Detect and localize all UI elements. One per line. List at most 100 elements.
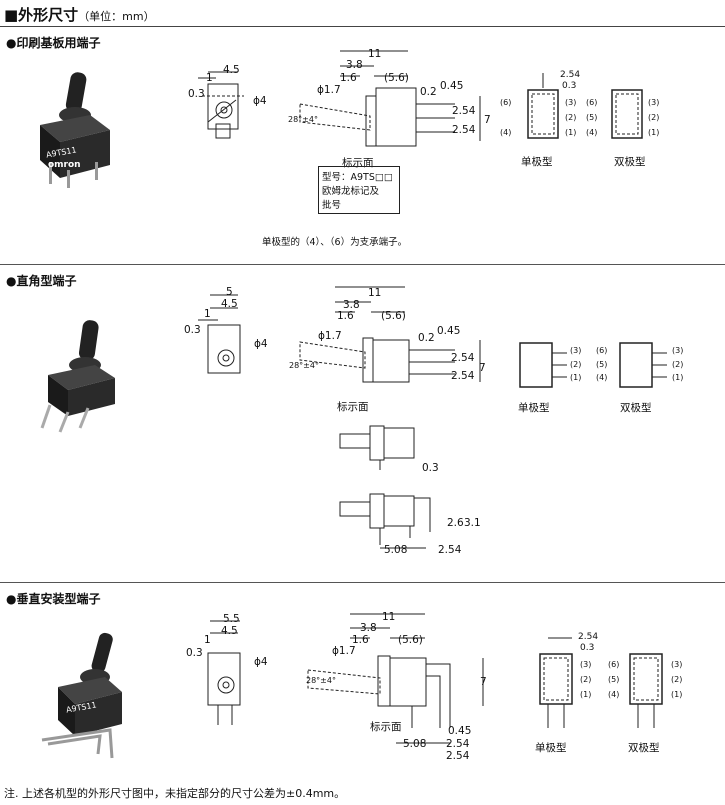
dim-phi4-ra: ϕ4	[254, 338, 268, 350]
label-double-3: 双极型	[628, 742, 660, 754]
dim-1-6: 1.6	[340, 72, 357, 84]
side-view-pcb	[299, 50, 481, 147]
pin-3-s: (3)	[565, 98, 577, 107]
title-unit: （单位：mm）	[78, 10, 155, 23]
dim-2-54-ra-a: 2.54	[451, 352, 475, 364]
marking-box: 型号：A9TS□□ 欧姆龙标记及 批号	[318, 166, 400, 214]
pin-dim-2-54: 2.54	[560, 70, 581, 80]
product-photo-pcb	[40, 72, 110, 188]
dim-0-3-v: 0.3	[186, 647, 203, 659]
v-pin-4-d: (4)	[608, 690, 620, 699]
dim-phi1-7: ϕ1.7	[317, 84, 341, 96]
footer-note: 注. 上述各机型的外形尺寸图中，未指定部分的尺寸公差为±0.4mm。	[4, 787, 346, 800]
label-double-2: 双极型	[620, 402, 652, 414]
dim-0-2-ra: 0.2	[418, 332, 435, 344]
photo-brand-text: omron	[48, 160, 81, 170]
dim-5-08-v: 5.08	[403, 738, 427, 750]
dim-2-54-detail: 2.54	[438, 544, 462, 556]
dim-1-6-v: 1.6	[352, 634, 369, 646]
front-view-pcb	[198, 71, 244, 139]
dim-phi1-7-v: ϕ1.7	[332, 645, 356, 657]
pin-5-d: (5)	[586, 113, 598, 122]
front-view-rightangle	[198, 294, 241, 374]
dim-0-3-detail: 0.3	[422, 462, 439, 474]
v-pin-1-s: (1)	[580, 690, 592, 699]
dim-2-54-v-a: 2.54	[446, 738, 470, 750]
ra-pin-6-d: (6)	[596, 346, 608, 355]
ra-pin-2-s: (2)	[570, 360, 582, 369]
pin-views-pcb	[527, 73, 643, 139]
dim-1-6-ra: 1.6	[337, 310, 354, 322]
ra-pin-3-d: (3)	[672, 346, 684, 355]
label-single-1: 单极型	[521, 156, 553, 168]
indicator-label-3: 标示面	[370, 721, 402, 733]
dim-0-45-ra: 0.45	[437, 325, 461, 337]
dim-phi1-7-ra: ϕ1.7	[318, 330, 342, 342]
v-pin-1-d: (1)	[671, 690, 683, 699]
label-single-2: 单极型	[518, 402, 550, 414]
dim-0-45-v: 0.45	[448, 725, 472, 737]
marking-line-3: 批号	[322, 200, 342, 211]
dim-2-54-v-b: 2.54	[446, 750, 470, 762]
ra-pin-3-s: (3)	[570, 346, 582, 355]
pin-2-d: (2)	[648, 113, 660, 122]
pin-2-s: (2)	[565, 113, 577, 122]
v-pin-3-s: (3)	[580, 660, 592, 669]
pin-6-s: (6)	[500, 98, 512, 107]
dim-11-v: 11	[382, 611, 396, 623]
dim-3-1: 3.1	[464, 517, 481, 529]
pin-1-s: (1)	[565, 128, 577, 137]
dim-0-2: 0.2	[420, 86, 437, 98]
ra-pin-2-d: (2)	[672, 360, 684, 369]
dim-7-ra: 7	[479, 362, 486, 374]
pin-dim-0-3: 0.3	[562, 81, 577, 91]
product-photo-vertical	[41, 632, 122, 759]
dim-7-v: 7	[480, 676, 487, 688]
front-view-vertical	[207, 620, 241, 725]
dim-2-54-ra-b: 2.54	[451, 370, 475, 382]
dim-1-ra: 1	[204, 308, 211, 320]
ra-pin-4-d: (4)	[596, 373, 608, 382]
section-pcb-note: 单极型的（4）、（6）为支承端子。	[262, 237, 408, 248]
dim-11: 11	[368, 48, 382, 60]
dim-4-5: 4.5	[223, 64, 240, 76]
dim-0-45: 0.45	[440, 80, 464, 92]
product-photo-rightangle	[40, 320, 115, 433]
dim-3-8-v: 3.8	[360, 622, 377, 634]
ra-pin-1-s: (1)	[570, 373, 582, 382]
title-rule	[0, 26, 725, 27]
dim-5-6-ra: (5.6)	[381, 310, 406, 322]
section-pcb-title: ●印刷基板用端子	[6, 36, 101, 50]
v-pin-3-d: (3)	[671, 660, 683, 669]
dim-3-8: 3.8	[346, 59, 363, 71]
pin-4-s: (4)	[500, 128, 512, 137]
pin-3-d: (3)	[648, 98, 660, 107]
dim-phi4-v: ϕ4	[254, 656, 268, 668]
pin-views-vertical	[539, 637, 663, 728]
dim-4-5-ra: 4.5	[221, 298, 238, 310]
dim-5-ra: 5	[226, 286, 233, 298]
section-rule-2	[0, 582, 725, 583]
dim-7: 7	[484, 114, 491, 126]
pin-4-d: (4)	[586, 128, 598, 137]
dim-5-6: (5.6)	[384, 72, 409, 84]
dim-11-ra: 11	[368, 287, 382, 299]
dim-1: 1	[206, 72, 213, 84]
side-view-rightangle	[299, 286, 481, 383]
dim-0-3: 0.3	[188, 88, 205, 100]
title-main: ■外形尺寸	[4, 6, 79, 24]
marking-line-2: 欧姆龙标记及	[322, 186, 380, 197]
marking-line-1: 型号：A9TS□□	[322, 172, 393, 183]
page-title: ■外形尺寸（单位：mm）	[4, 4, 155, 25]
ra-pin-5-d: (5)	[596, 360, 608, 369]
dim-2-54-b: 2.54	[452, 124, 476, 136]
detail-view-rightangle	[339, 425, 431, 549]
dim-2-54-a: 2.54	[452, 105, 476, 117]
dim-5-08-ra: 5.08	[384, 544, 408, 556]
section-rightangle-title: ●直角型端子	[6, 274, 77, 288]
dim-angle-ra: 28°±4°	[289, 361, 319, 370]
v-pin-2-d: (2)	[671, 675, 683, 684]
dim-phi4: ϕ4	[253, 95, 267, 107]
section-vertical-title: ●垂直安装型端子	[6, 592, 101, 606]
label-single-3: 单极型	[535, 742, 567, 754]
